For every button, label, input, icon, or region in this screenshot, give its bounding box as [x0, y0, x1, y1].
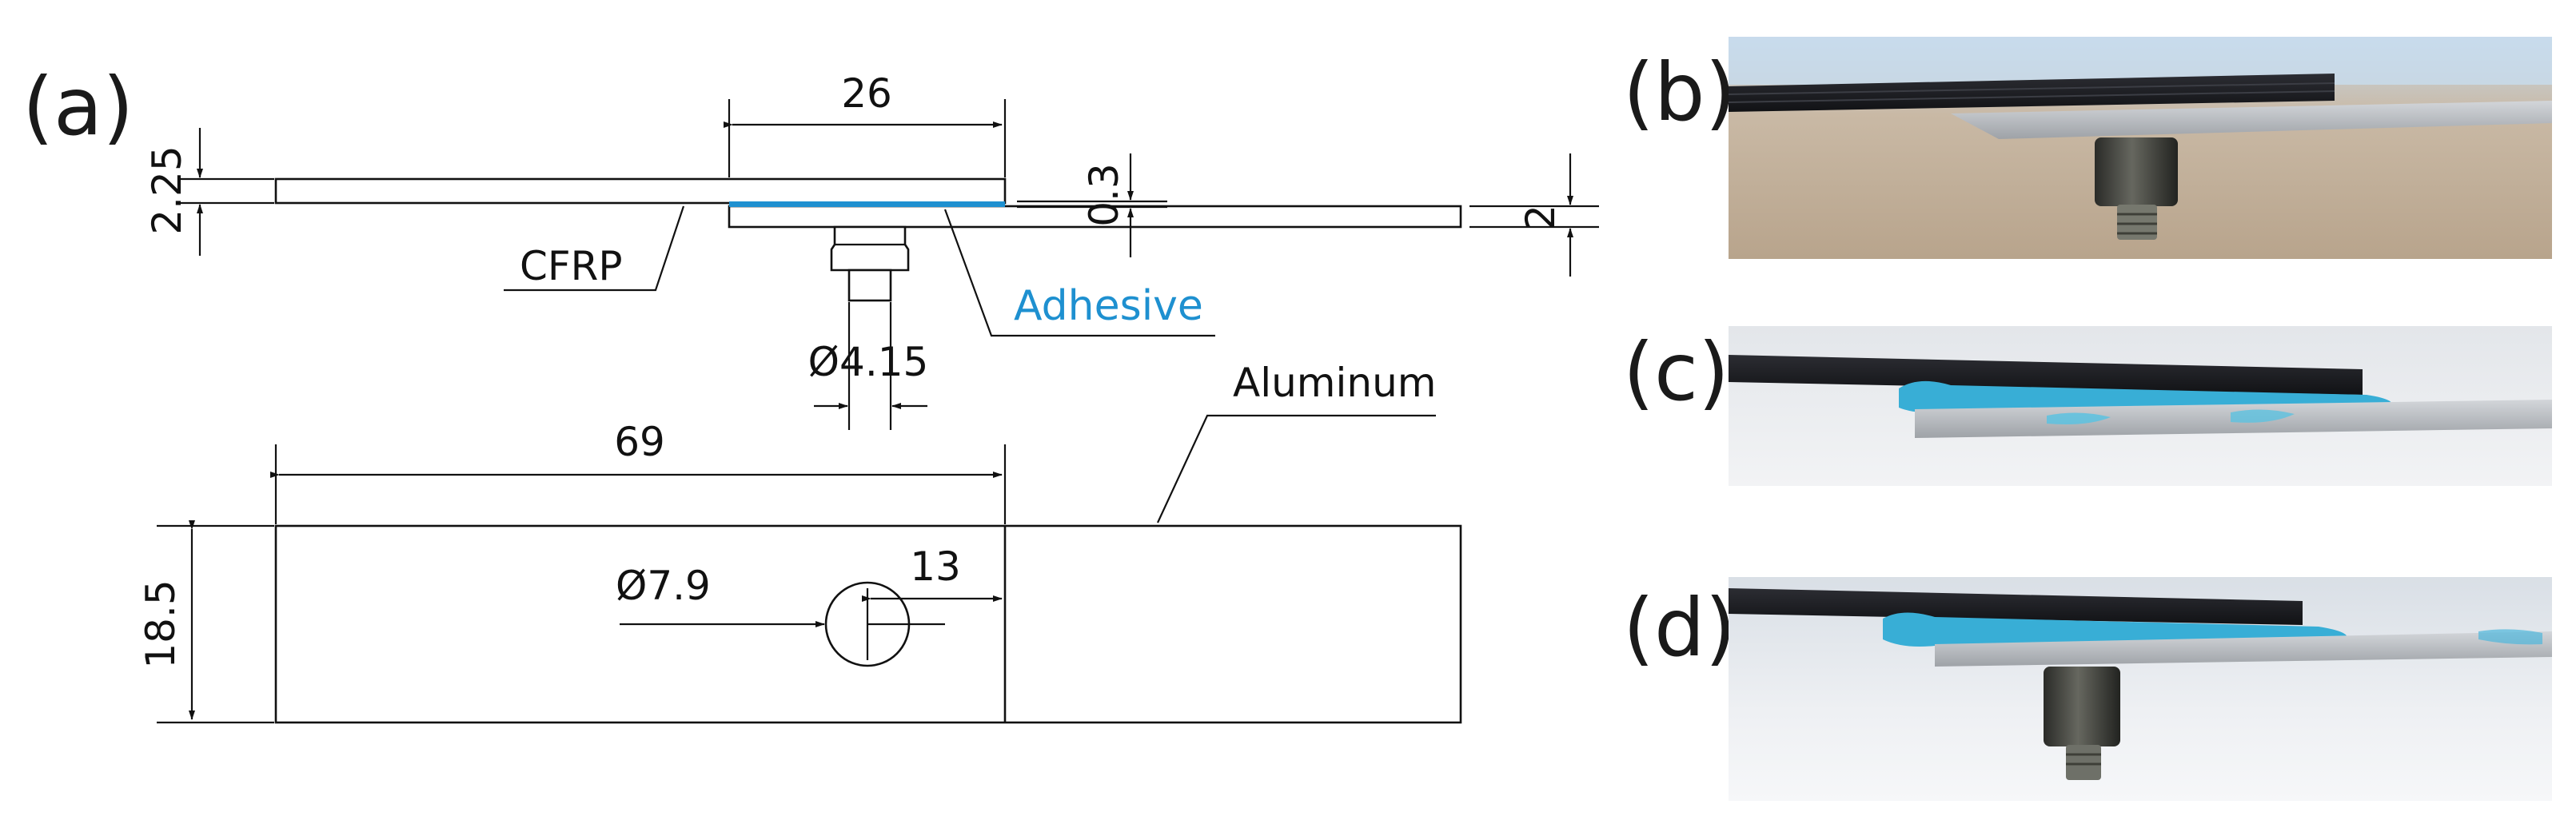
cfrp-plate-photo	[1729, 74, 2335, 112]
bolt-shank	[847, 269, 892, 302]
adhesive-label: Adhesive	[1014, 282, 1203, 330]
panel-label-b: (b)	[1623, 46, 1737, 139]
side-view: 26 2.25 0.3 2 Ø4.15	[144, 70, 1599, 523]
panel-b: (b)	[1623, 37, 2552, 259]
cfrp-ply-line	[1728, 82, 2335, 95]
photo-bolted-joint	[1728, 37, 2552, 259]
panel-a: (a) 26 2.25	[22, 60, 1599, 724]
dim-bolt-label: Ø4.15	[808, 339, 929, 385]
aluminum-leader-line	[1157, 414, 1436, 523]
dim-width-label: 18.5	[138, 579, 184, 668]
adhesive-leader-line	[943, 209, 1215, 337]
cfrp-label: CFRP	[520, 243, 623, 289]
aluminum-plate-photo	[1935, 631, 2552, 667]
bolt-thread-photo	[2066, 745, 2101, 780]
panel-label-a: (a)	[22, 60, 134, 153]
dim-offset-label: 13	[910, 543, 961, 590]
nut-photo	[2095, 137, 2178, 206]
cfrp-ply-line	[1728, 90, 2335, 103]
photo-sky-strip	[1729, 37, 2552, 85]
aluminum-label: Aluminum	[1233, 360, 1436, 406]
panel-label-d: (d)	[1623, 581, 1737, 675]
specimen-outline	[274, 524, 1462, 724]
plan-view: 69 18.5 Ø7.9 13	[138, 419, 1462, 724]
nut-profile	[830, 225, 910, 272]
aluminum-plate	[728, 205, 1462, 229]
adhesive-smear-photo	[2047, 412, 2111, 424]
dim-adhesive-label: 0.3	[1081, 163, 1127, 227]
dim-aluminum-label: 2	[1517, 205, 1564, 230]
panel-c: (c)	[1623, 325, 2552, 486]
aluminum-plate-photo	[1951, 101, 2552, 139]
photo-bonded-joint	[1729, 326, 2552, 486]
cfrp-plate-photo	[1729, 355, 2363, 395]
cfrp-plate	[274, 177, 1007, 205]
dim-overlap-label: 26	[841, 70, 892, 117]
nut-photo	[2044, 667, 2120, 746]
dim-length-label: 69	[614, 419, 665, 465]
panel-d: (d)	[1623, 577, 2552, 801]
dim-hole-label: Ø7.9	[616, 563, 711, 609]
panel-label-c: (c)	[1623, 325, 1729, 419]
cfrp-plate-photo	[1729, 588, 2303, 625]
adhesive-layer	[729, 201, 1005, 207]
dim-cfrp-label: 2.25	[144, 145, 190, 234]
photo-hybrid-joint	[1729, 577, 2552, 801]
adhesive-smear-photo	[2231, 409, 2295, 423]
cfrp-leader-line	[504, 205, 685, 292]
adhesive-edge-photo	[2478, 629, 2542, 645]
